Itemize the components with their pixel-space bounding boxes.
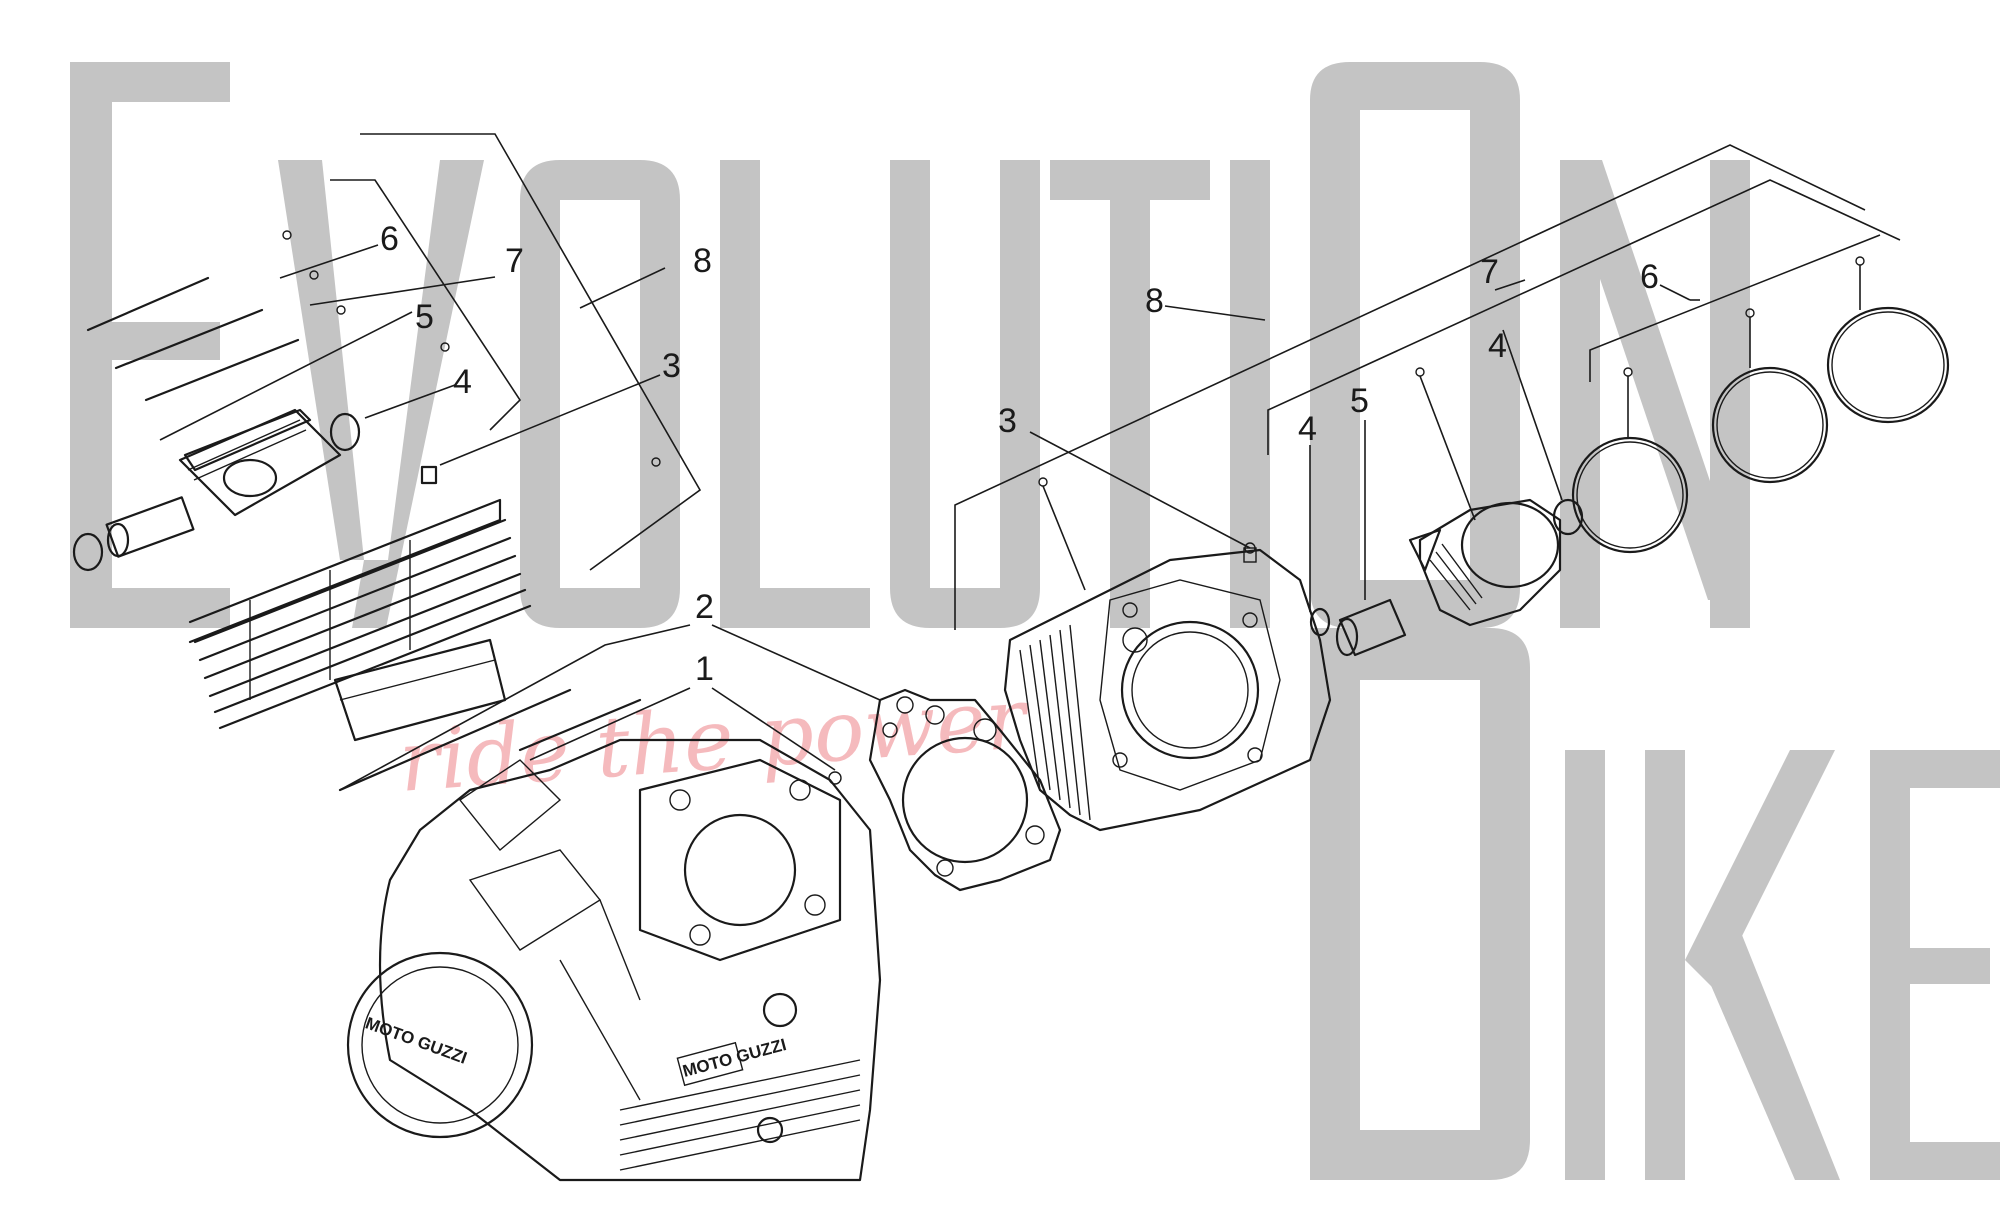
right-piston-pin <box>1335 598 1407 657</box>
left-cylinder <box>188 498 532 742</box>
watermark-letter-k <box>1645 750 1840 1180</box>
watermark-letter-n <box>1560 160 1750 628</box>
right-piston-ring-3 <box>1826 306 1950 424</box>
watermark-logo <box>70 62 2000 1180</box>
watermark-letter-e-2 <box>1870 750 2000 1180</box>
right-leaders <box>954 144 1901 630</box>
callout-right-3: 3 <box>998 402 1017 440</box>
engine-side-cover <box>346 951 534 1139</box>
left-gasket-line <box>338 688 572 792</box>
watermark-letter-t <box>1050 160 1210 628</box>
callout-right-6: 6 <box>1640 258 1659 296</box>
callout-right-4a: 4 <box>1298 410 1317 448</box>
callout-left-3: 3 <box>662 347 681 385</box>
callout-right-8: 8 <box>1145 282 1164 320</box>
stud-nut <box>828 771 842 785</box>
left-piston-ring-3 <box>144 338 300 402</box>
left-piston <box>178 408 342 517</box>
left-dowel <box>420 465 438 485</box>
watermark-letter-v <box>278 160 484 628</box>
base-gasket <box>868 688 1062 892</box>
left-gasket-line-2 <box>518 698 642 752</box>
left-piston-ring-2 <box>114 308 264 370</box>
left-piston-pin <box>105 496 195 558</box>
callout-right-4b: 4 <box>1488 327 1507 365</box>
watermark-letter-i-2 <box>1565 750 1605 1180</box>
left-circlip-2 <box>329 412 361 452</box>
callout-right-5: 5 <box>1350 382 1369 420</box>
callout-left-7: 7 <box>505 242 524 280</box>
watermark-letter-o <box>520 160 680 628</box>
callout-left-6: 6 <box>380 220 399 258</box>
engine-cover-brand: MOTO GUZZI <box>363 1014 469 1068</box>
right-cylinder <box>1003 548 1332 832</box>
right-piston-ring-1 <box>1571 436 1689 554</box>
right-piston <box>1408 498 1562 627</box>
watermark-letter-b-tall <box>1310 628 1530 1180</box>
callout-2: 2 <box>695 588 714 626</box>
engine-plate-brand: MOTO GUZZI <box>681 1035 789 1081</box>
watermark-letter-u <box>890 160 1040 628</box>
left-cylinder-kit <box>72 133 702 792</box>
right-circlip-1 <box>1309 607 1331 637</box>
watermark-letter-i <box>1230 160 1270 628</box>
callout-1: 1 <box>695 650 714 688</box>
watermark-letter-e <box>70 62 230 628</box>
callout-left-8: 8 <box>693 242 712 280</box>
left-piston-ring-1 <box>86 276 210 332</box>
right-piston-ring-2 <box>1711 366 1829 484</box>
left-circlip-1 <box>72 532 104 572</box>
callout-left-5: 5 <box>415 298 434 336</box>
callout-right-7: 7 <box>1480 253 1499 291</box>
watermark-letter-l <box>720 160 870 628</box>
callout-left-4: 4 <box>453 363 472 401</box>
watermark-letter-o-tall <box>1310 62 1520 628</box>
